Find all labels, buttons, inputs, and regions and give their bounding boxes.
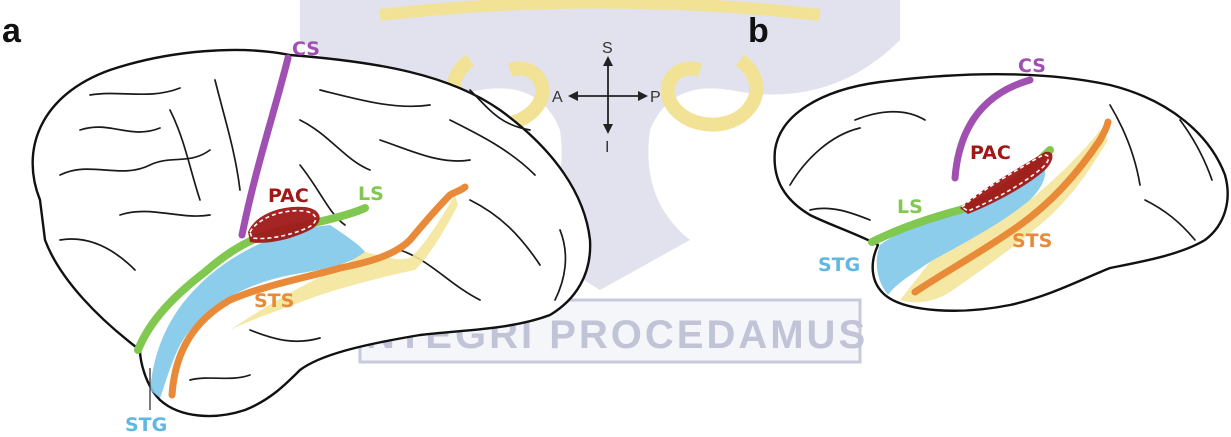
- macaque-stg-label: STG: [818, 254, 860, 276]
- macaque-sts-label: STS: [1012, 230, 1052, 252]
- panel-a-label: a: [2, 12, 22, 50]
- compass-posterior-label: P: [650, 89, 661, 106]
- macaque-ls-label: LS: [897, 196, 923, 218]
- human-sts-label: STS: [254, 290, 294, 312]
- compass-superior-label: S: [602, 40, 613, 57]
- human-stg-label: STG: [125, 414, 167, 436]
- panel-b-label: b: [748, 12, 769, 50]
- macaque-cs-label: CS: [1018, 55, 1046, 77]
- macaque-brain: CS PAC LS STS STG: [775, 55, 1228, 311]
- macaque-pac-label: PAC: [970, 142, 1011, 164]
- compass-anterior-label: A: [552, 89, 563, 106]
- human-ls-label: LS: [358, 183, 384, 205]
- human-cs-label: CS: [292, 38, 320, 60]
- compass-inferior-label: I: [605, 139, 609, 156]
- human-brain: CS PAC LS STS STG: [33, 38, 591, 436]
- human-pac-label: PAC: [268, 185, 309, 207]
